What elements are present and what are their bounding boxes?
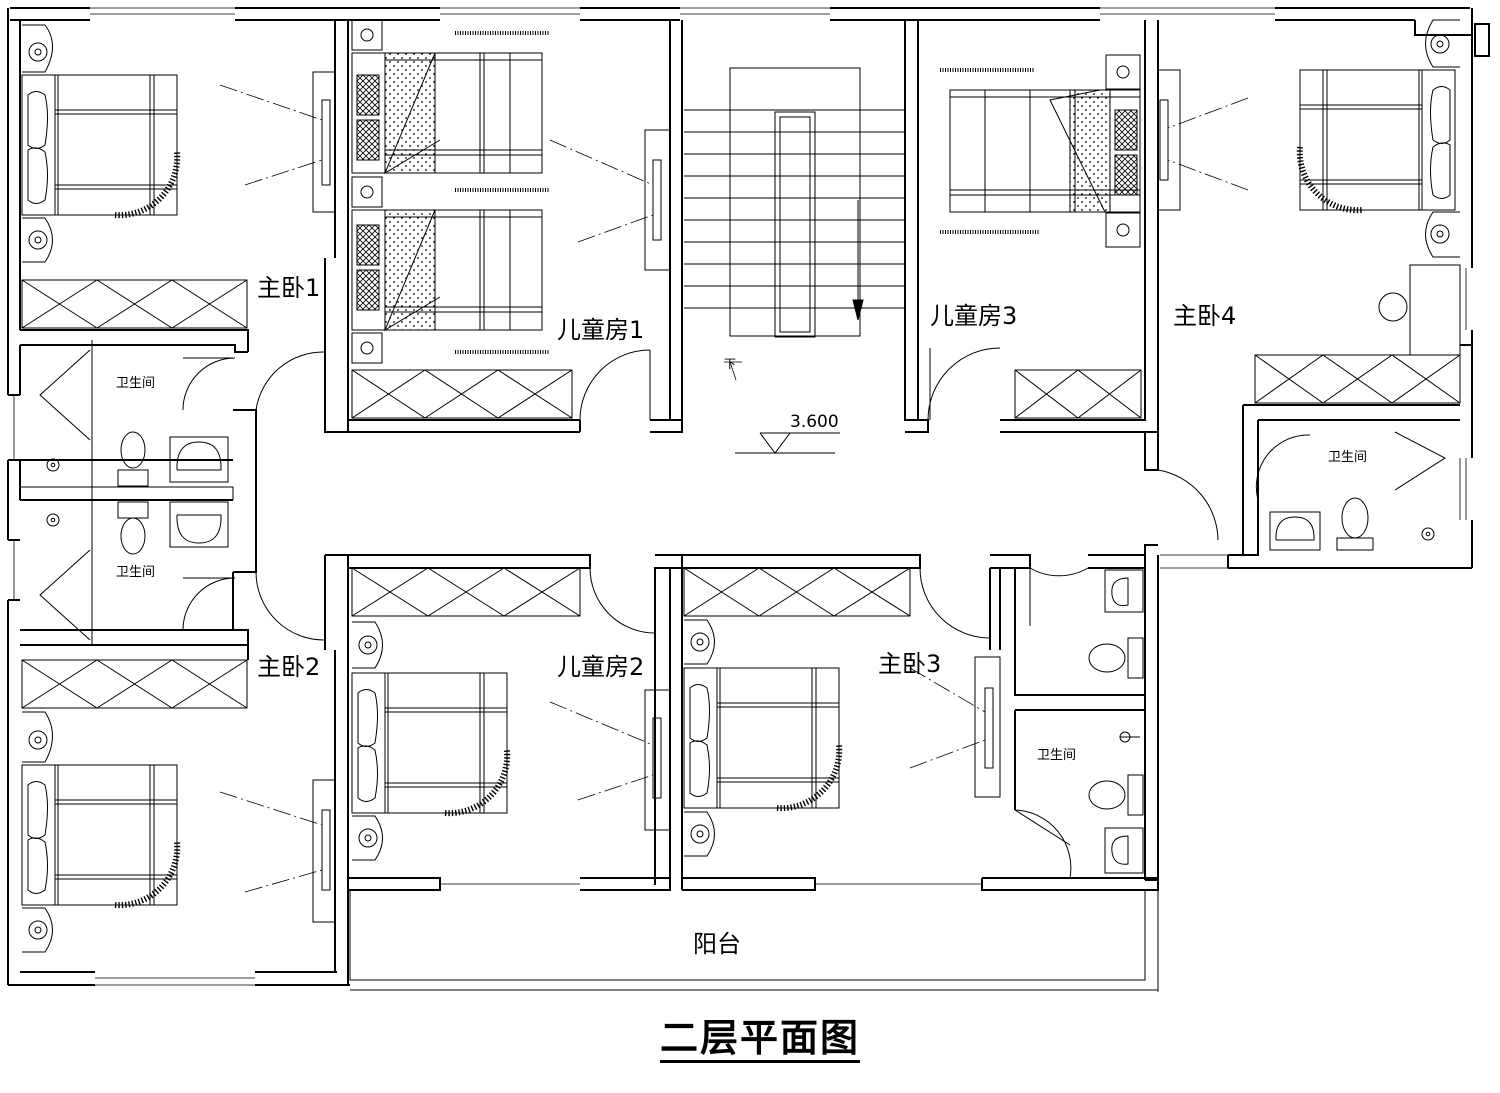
room-label-bathroom-1: 卫生间: [116, 376, 156, 391]
room-label-master-bedroom-3: 主卧3: [878, 650, 942, 678]
staircase: [684, 67, 905, 381]
wall-units: [312, 69, 1181, 923]
room-label-master-bedroom-1: 主卧1: [257, 274, 321, 302]
bed-kids-3: [940, 54, 1141, 248]
wardrobes: [21, 264, 1461, 709]
bed-master-1: [21, 24, 181, 263]
room-label-kids-room-3: 儿童房3: [930, 302, 1018, 330]
ac-lines: [219, 84, 1249, 893]
room-label-kids-room-2: 儿童房2: [557, 653, 645, 681]
room-label-bathroom-2: 卫生间: [116, 565, 156, 580]
outer-walls: [7, 7, 1490, 992]
room-label-master-bedroom-2: 主卧2: [257, 653, 321, 681]
room-label-bathroom-4: 卫生间: [1328, 450, 1368, 465]
bed-kids-2: [351, 621, 511, 861]
drawing-title: 二层平面图: [660, 1018, 861, 1063]
interior-walls: [19, 20, 1473, 985]
elevation-label: 3.600: [790, 412, 839, 432]
room-label-bathroom-3: 卫生间: [1037, 748, 1077, 763]
bathroom-fixtures: [46, 340, 1435, 874]
room-label-kids-room-1: 儿童房1: [557, 316, 645, 344]
doors: [39, 347, 1446, 879]
bed-master-2: [21, 711, 181, 953]
stair-direction-label: 下: [724, 357, 737, 371]
room-label-balcony: 阳台: [693, 930, 741, 958]
bed-kids-1: [351, 19, 550, 364]
elevation-mark: [735, 432, 840, 454]
bed-master-4: [1296, 19, 1460, 322]
room-label-master-bedroom-4: 主卧4: [1173, 302, 1237, 330]
bed-master-3: [683, 619, 843, 857]
balcony-outline: [349, 890, 1159, 991]
